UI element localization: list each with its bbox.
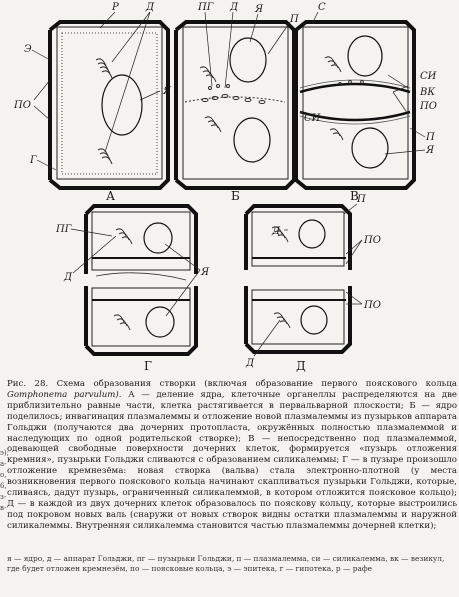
- label-ya-g: Я: [200, 267, 210, 278]
- panel-letter-g: Г: [144, 359, 152, 373]
- label-si-v2: СИ: [304, 113, 321, 124]
- label-si-v: СИ: [420, 71, 437, 82]
- label-pg-g: ПГ: [55, 224, 72, 235]
- annotation-labels: Р Д Д ПГ Я П С Э ПО Я Г СИ ВК ПО СИ П Я …: [13, 2, 437, 369]
- label-e: Э: [24, 44, 32, 55]
- label-p-d: П: [356, 194, 366, 205]
- label-po-d2: ПО: [363, 300, 381, 311]
- diatom-valve-formation-figure: Р Д Д ПГ Я П С Э ПО Я Г СИ ВК ПО СИ П Я …: [13, 2, 437, 373]
- panel-g-cells: [84, 204, 198, 356]
- panel-letter-d: Д: [296, 359, 306, 373]
- panel-letter-v: В: [350, 189, 359, 203]
- caption-body: А — деление ядра, клеточные органеллы ра…: [7, 389, 457, 531]
- label-s-v: С: [318, 2, 326, 13]
- label-p-b: П: [289, 14, 299, 25]
- label-ya-v: Я: [425, 145, 435, 156]
- label-ya-a: Я: [162, 86, 172, 97]
- panel-b-cell: [174, 20, 296, 190]
- label-vk-v: ВК: [419, 87, 435, 98]
- label-d-b: Д: [229, 2, 239, 13]
- panel-letter-a: А: [106, 189, 115, 203]
- figure-caption: Рис. 28. Схема образования створки (вклю…: [7, 379, 457, 532]
- caption-title: Рис. 28. Схема образования створки (вклю…: [7, 379, 457, 389]
- panel-letters: А Б В Г Д: [106, 189, 359, 373]
- leader-lines: [31, 11, 426, 357]
- label-pg-b: ПГ: [197, 2, 214, 13]
- label-d-d: Д: [271, 226, 281, 237]
- panel-v-cell: [294, 20, 416, 190]
- label-d-g: Д: [63, 272, 73, 283]
- label-g-a: Г: [29, 155, 37, 166]
- label-d-d2: Д: [245, 358, 255, 369]
- label-po-a: ПО: [13, 100, 31, 111]
- label-ya-b: Я: [254, 4, 264, 15]
- label-po-d: ПО: [363, 235, 381, 246]
- panel-a-cell: [48, 20, 170, 190]
- panel-letter-b: Б: [231, 189, 240, 203]
- panel-d-cells: [244, 204, 352, 354]
- label-r: Р: [111, 2, 119, 13]
- page-margin-fragment: э); а- о, 6, з- в-: [0, 449, 10, 512]
- label-d-a: Д: [145, 2, 155, 13]
- figure-legend: я — ядро, д — аппарат Гольджи, пг — пузы…: [7, 554, 445, 573]
- label-po-v: ПО: [419, 101, 437, 112]
- label-p-v: П: [425, 132, 435, 143]
- caption-species: Gomphonema parvulum).: [7, 389, 122, 400]
